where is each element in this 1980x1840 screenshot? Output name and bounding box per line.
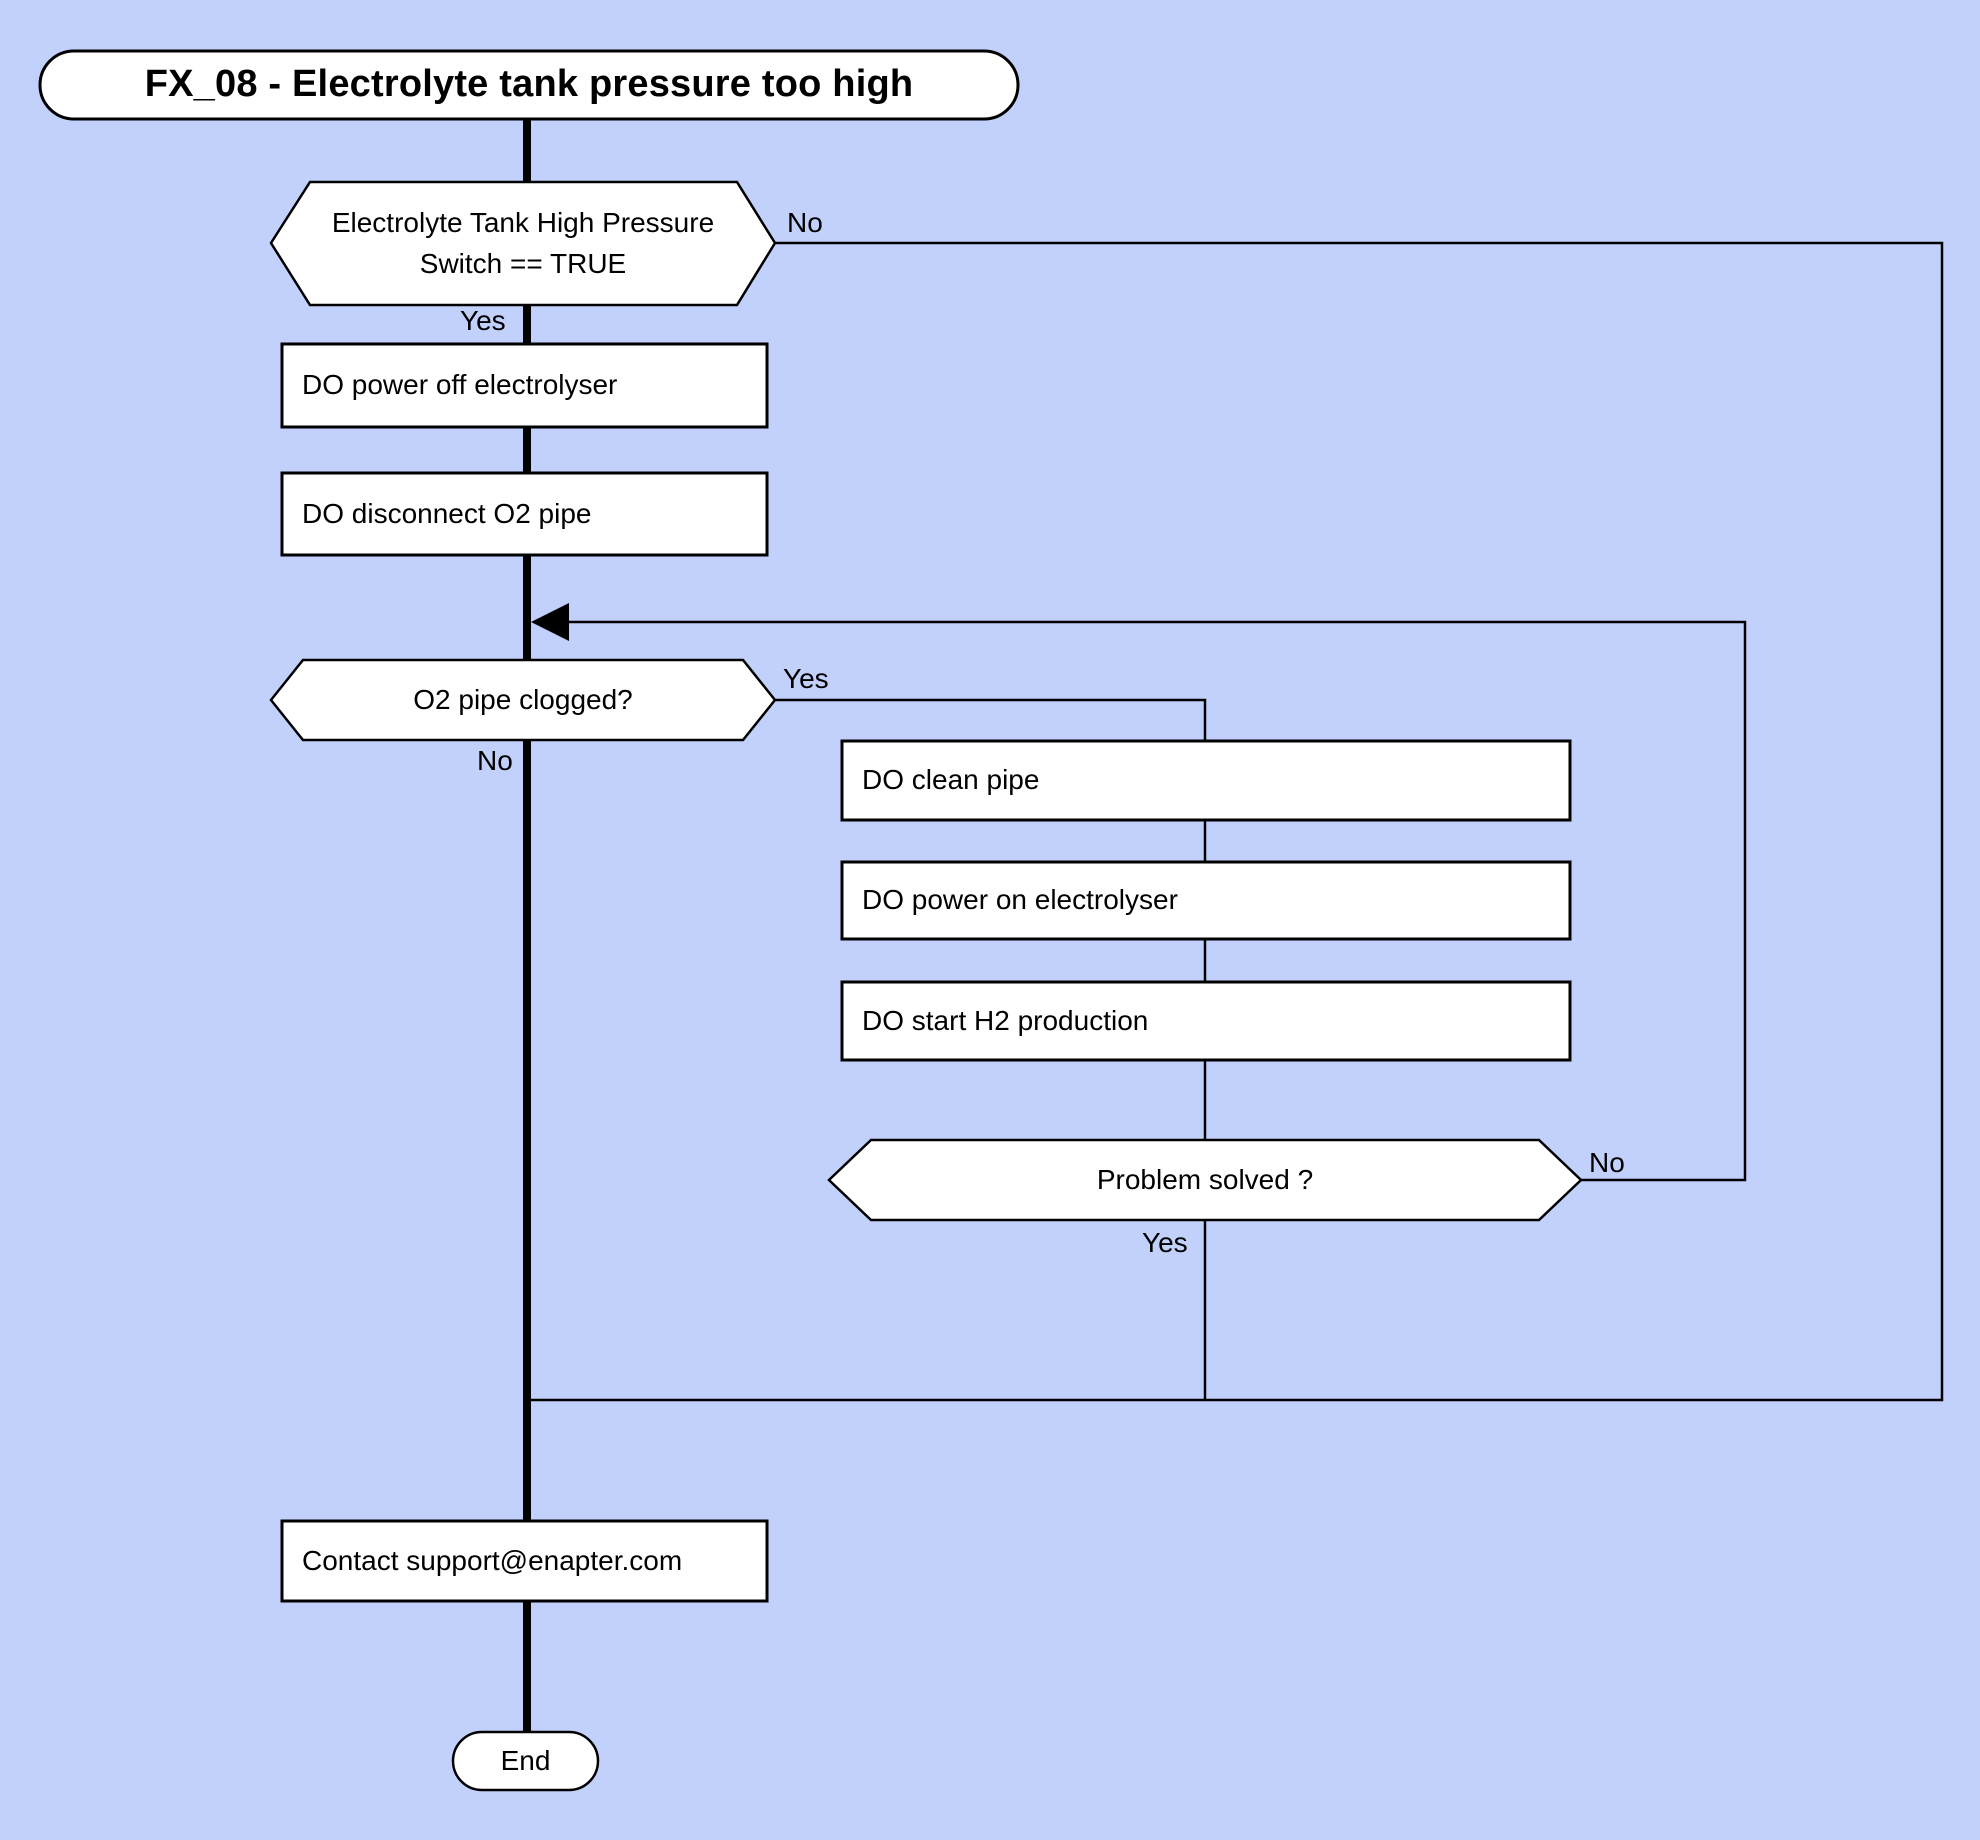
process-contact-support: Contact support@enapter.com [302, 1544, 683, 1576]
process-shape-start-h2 [840, 980, 1572, 1062]
edge-label-o2-clogged-no: No [477, 745, 513, 776]
process-clean-pipe: DO clean pipe [862, 764, 1040, 796]
arrowhead-icon [531, 603, 569, 641]
process-shape-clean-pipe [840, 739, 1572, 822]
edge-label-tank-pressure-no: No [787, 207, 823, 238]
no-loopback-line-problem-solved [565, 620, 1747, 1182]
process-shape-power-off [280, 342, 769, 429]
page-title: FX_08 - Electrolyte tank pressure too hi… [144, 63, 914, 106]
edge-label-o2-clogged-yes: Yes [783, 663, 829, 694]
decision-tank-pressure-switch: Electrolyte Tank High Pressure Switch ==… [271, 182, 775, 305]
process-disconnect-o2: DO disconnect O2 pipe [302, 497, 592, 529]
process-power-on: DO power on electrolyser [862, 884, 1178, 916]
decision-o2-pipe-clogged-label: O2 pipe clogged? [413, 683, 633, 715]
decision-problem-solved: Problem solved ? [829, 1140, 1581, 1220]
process-power-off: DO power off electrolyser [302, 369, 618, 401]
process-shape-power-on [840, 860, 1572, 941]
edge-label-tank-pressure-yes: Yes [460, 305, 506, 336]
process-shape-contact-support [280, 1519, 769, 1603]
edge-label-problem-solved-no: No [1589, 1147, 1625, 1178]
edge-label-problem-solved-yes: Yes [1142, 1227, 1188, 1258]
decision-tank-pressure-switch-label: Electrolyte Tank High Pressure Switch ==… [331, 206, 715, 279]
decision-problem-solved-label: Problem solved ? [1096, 1163, 1314, 1195]
title-shape [38, 49, 1020, 121]
yes-branch-line-o2-clogged [775, 698, 1207, 745]
decision-o2-pipe-clogged: O2 pipe clogged? [271, 660, 775, 740]
decision-shape-problem-solved [827, 1138, 1583, 1222]
process-shape-disconnect-o2 [280, 471, 769, 557]
no-branch-line-tank-pressure [523, 241, 1944, 1402]
process-start-h2: DO start H2 production [862, 1004, 1149, 1036]
decision-shape-o2-clogged [269, 658, 777, 742]
end-terminal: End [500, 1744, 551, 1776]
end-shape [451, 1730, 600, 1792]
decision-shape-tank-pressure [269, 180, 777, 307]
